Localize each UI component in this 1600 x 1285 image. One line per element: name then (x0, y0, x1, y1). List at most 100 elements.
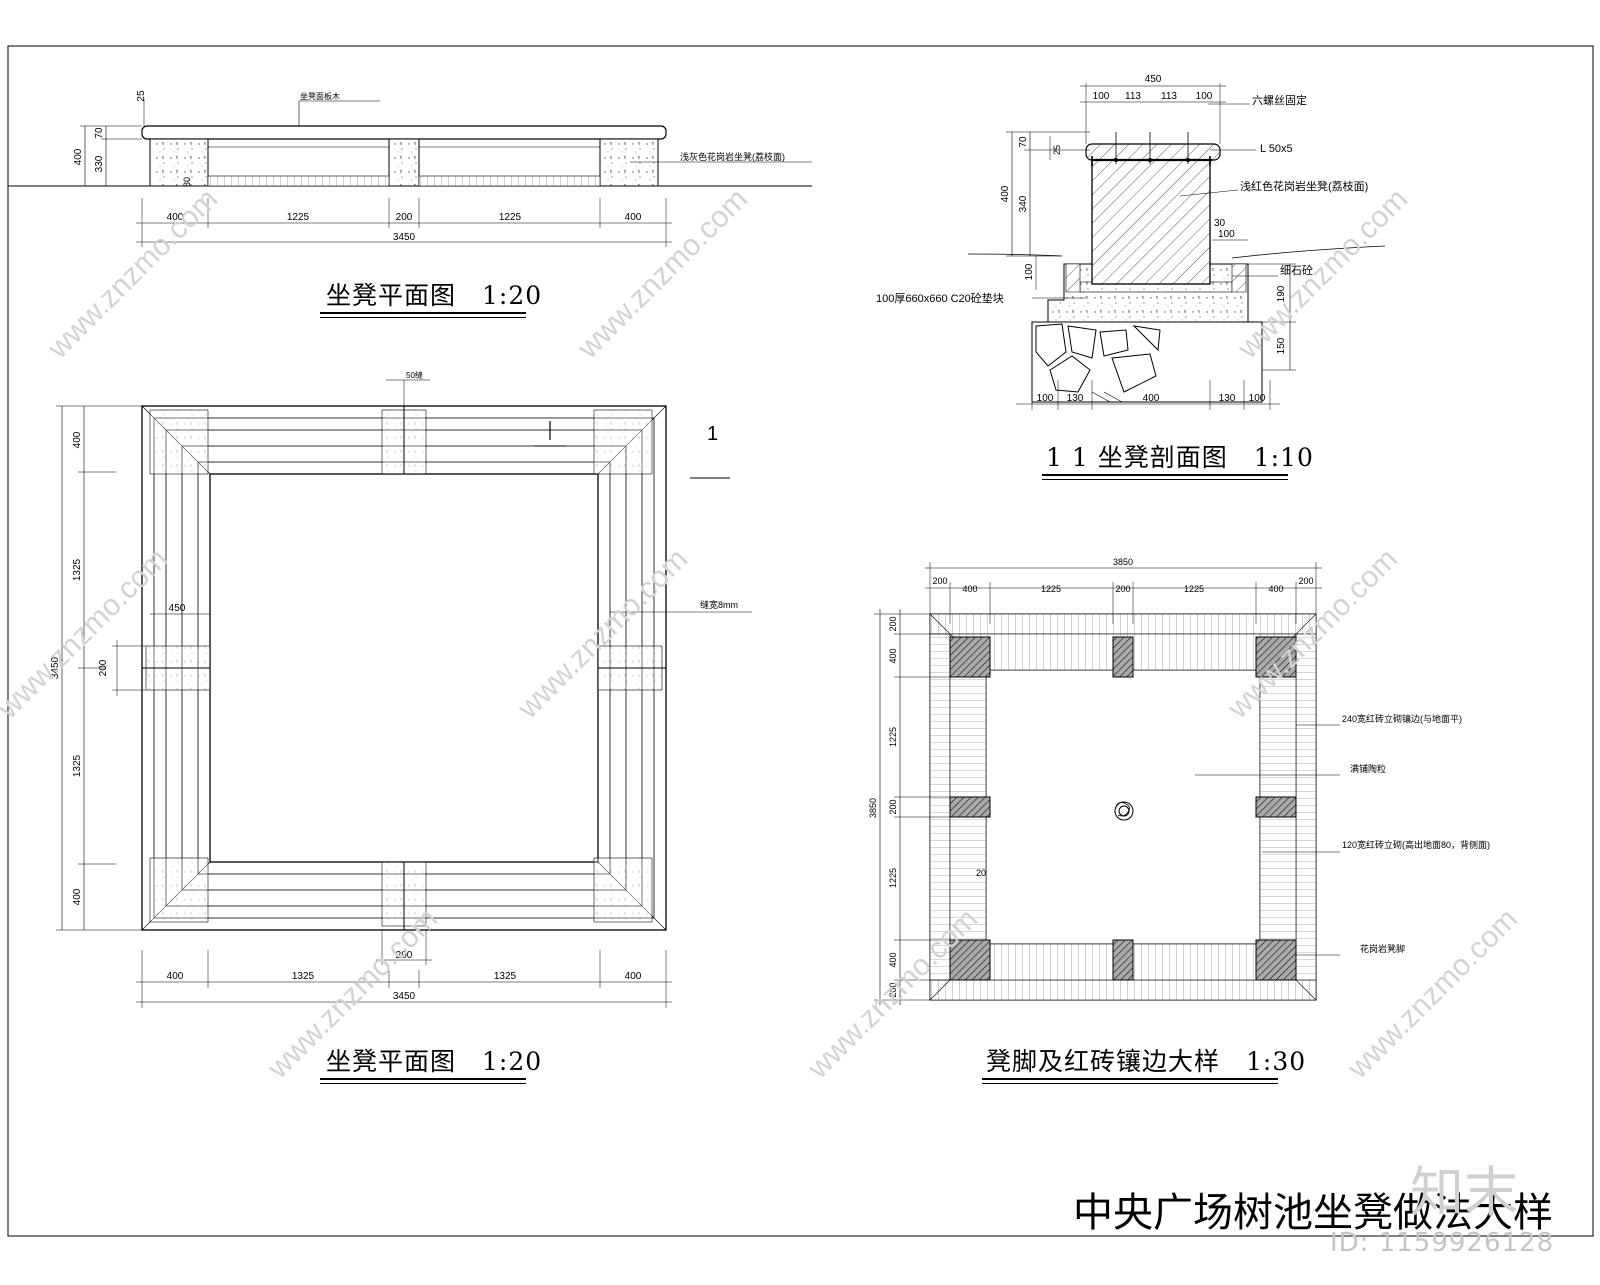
watermark-text: www.znzmo.com (41, 182, 224, 365)
elevation-dim-25: 25 (136, 90, 147, 102)
detail-dim-left-2: 400 (888, 648, 898, 663)
elevation-dim-bottom-1: 400 (167, 212, 184, 223)
elevation-dim-bottom-5: 400 (625, 212, 642, 223)
section-note-granite: 浅红色花岗岩坐凳(荔枝面) (1240, 179, 1368, 193)
detail-dim-top-total: 3850 (1113, 557, 1133, 567)
detail-dim-top-1: 200 (932, 576, 947, 586)
section-dim-right-100: 100 (1218, 229, 1235, 240)
watermark-text: www.znzmo.com (0, 542, 174, 725)
section-note-concrete: 细石砼 (1280, 264, 1313, 277)
watermark-id: ID: 1159926128 (1330, 1228, 1555, 1258)
section-title-underline (1042, 474, 1288, 476)
detail-dim-top-2: 400 (962, 584, 977, 594)
section-dim-left-100: 100 (1024, 263, 1035, 280)
detail-dim-left-7: 200 (888, 982, 898, 997)
section-view: 450 100 113 113 100 六螺丝固定 L 50x5 浅红色花岗岩坐… (876, 74, 1386, 410)
section-dim-right-150: 150 (1276, 337, 1287, 354)
elevation-dim-80: 80 (182, 177, 192, 187)
section-note-angle: L 50x5 (1260, 143, 1293, 155)
section-dim-top-total: 450 (1145, 74, 1162, 85)
section-title: 1 1 坐凳剖面图 1:10 (1046, 443, 1314, 472)
section-dim-bottom-2: 130 (1067, 393, 1084, 404)
detail-dim-top-6: 400 (1268, 584, 1283, 594)
section-dim-bottom-5: 100 (1249, 393, 1266, 404)
section-note-pad: 100厚660x660 C20砼垫块 (876, 291, 1004, 305)
plan-section-mark: 1 (707, 423, 718, 445)
watermark-text: www.znzmo.com (1231, 182, 1414, 365)
detail-view: 240宽红砖立砌镶边(与地面平) 满铺陶粒 120宽红砖立砌(高出地面80，背侧… (868, 557, 1490, 1005)
section-dim-left-70: 70 (1018, 136, 1029, 148)
detail-dim-left-6: 400 (888, 952, 898, 967)
section-title-underline-thin (1042, 479, 1288, 480)
detail-dim-left-3: 1225 (888, 727, 898, 747)
elevation-dim-left-70: 70 (94, 127, 105, 139)
section-dim-bottom-1: 100 (1037, 393, 1054, 404)
section-dim-top-4: 100 (1196, 91, 1213, 102)
section-dim-left-total: 400 (1000, 185, 1011, 202)
detail-note-fill: 满铺陶粒 (1350, 763, 1386, 774)
section-dim-top-1: 100 (1093, 91, 1110, 102)
elevation-view: 坐凳面板木 浅灰色花岗岩坐凳(荔枝面) 400 1225 200 1225 40… (8, 90, 812, 247)
elevation-dim-bottom-2: 1225 (287, 212, 310, 223)
detail-dim-top-3: 1225 (1041, 584, 1061, 594)
main-title: 中央广场树池坐凳做法大样 (1073, 1190, 1553, 1236)
section-dim-bottom-3: 400 (1143, 393, 1160, 404)
watermark-logo: 知末 (1410, 1161, 1518, 1224)
detail-title-underline-thin (982, 1083, 1278, 1084)
detail-title: 凳脚及红砖镶边大样 1:30 (986, 1047, 1307, 1076)
section-dim-top-2: 113 (1125, 91, 1141, 102)
plan-dim-bottom-4: 1325 (494, 971, 517, 982)
plan-view: 1 50缝 缝宽8mm 450 200 200 400 1325 (50, 370, 752, 1008)
section-dim-right-190: 190 (1276, 285, 1287, 302)
section-dim-right-30: 30 (1214, 218, 1226, 229)
detail-dim-top-7: 200 (1298, 576, 1313, 586)
detail-note-edge: 240宽红砖立砌镶边(与地面平) (1342, 713, 1462, 724)
elevation-dim-bottom-3: 200 (396, 212, 413, 223)
plan-dim-bottom-1: 400 (167, 971, 184, 982)
plan-dim-left-1: 400 (72, 431, 83, 448)
section-dim-left-25: 25 (1052, 145, 1062, 155)
detail-dim-left-5: 1225 (888, 868, 898, 888)
section-dim-left-340: 340 (1018, 195, 1029, 212)
plan-note-top: 50缝 (406, 370, 423, 380)
detail-dim-top-4: 200 (1115, 584, 1130, 594)
detail-dim-left-total: 3850 (868, 798, 878, 818)
section-dim-top-3: 113 (1161, 91, 1177, 102)
elevation-note-top: 坐凳面板木 (300, 91, 340, 101)
plan-dim-450: 450 (169, 603, 186, 614)
plan-dim-bottom-5: 400 (625, 971, 642, 982)
elevation-note-right: 浅灰色花岗岩坐凳(荔枝面) (680, 151, 785, 162)
plan-title-underline-thin (320, 1083, 526, 1084)
section-dim-bottom-4: 130 (1219, 393, 1236, 404)
detail-note-brick: 120宽红砖立砌(高出地面80，背侧面) (1342, 839, 1490, 850)
plan-note-right: 缝宽8mm (700, 599, 738, 610)
elevation-title-underline (320, 312, 526, 314)
detail-dim-20: 20 (976, 868, 986, 878)
plan-dim-total-bottom: 3450 (393, 991, 416, 1002)
elevation-dim-total: 3450 (393, 232, 416, 243)
plan-dim-left-4: 400 (72, 888, 83, 905)
elevation-dim-bottom-4: 1225 (499, 212, 522, 223)
section-note-bolt: 六螺丝固定 (1252, 93, 1307, 107)
plan-dim-left-total: 3450 (50, 656, 61, 679)
plan-dim-200-bottom: 200 (396, 950, 413, 961)
plan-title: 坐凳平面图 1:20 (326, 1047, 543, 1076)
plan-dim-left-2: 1325 (72, 558, 83, 581)
detail-dim-top-5: 1225 (1184, 584, 1204, 594)
elevation-dim-left-330: 330 (94, 155, 105, 172)
plan-dim-left-3: 1325 (72, 754, 83, 777)
watermark-text: www.znzmo.com (1341, 902, 1524, 1085)
plan-dim-bottom-2: 1325 (292, 971, 315, 982)
elevation-title-underline-thin (320, 317, 526, 318)
sheet-border (7, 45, 1594, 1237)
detail-dim-left-4: 200 (888, 799, 898, 814)
detail-note-foot: 花岗岩凳脚 (1360, 943, 1405, 954)
watermark-text: www.znzmo.com (571, 182, 754, 365)
elevation-dim-left-400: 400 (73, 148, 84, 165)
detail-dim-left-1: 200 (888, 616, 898, 631)
plan-title-underline (320, 1078, 526, 1080)
detail-title-underline (982, 1078, 1278, 1080)
elevation-title: 坐凳平面图 1:20 (326, 281, 543, 310)
